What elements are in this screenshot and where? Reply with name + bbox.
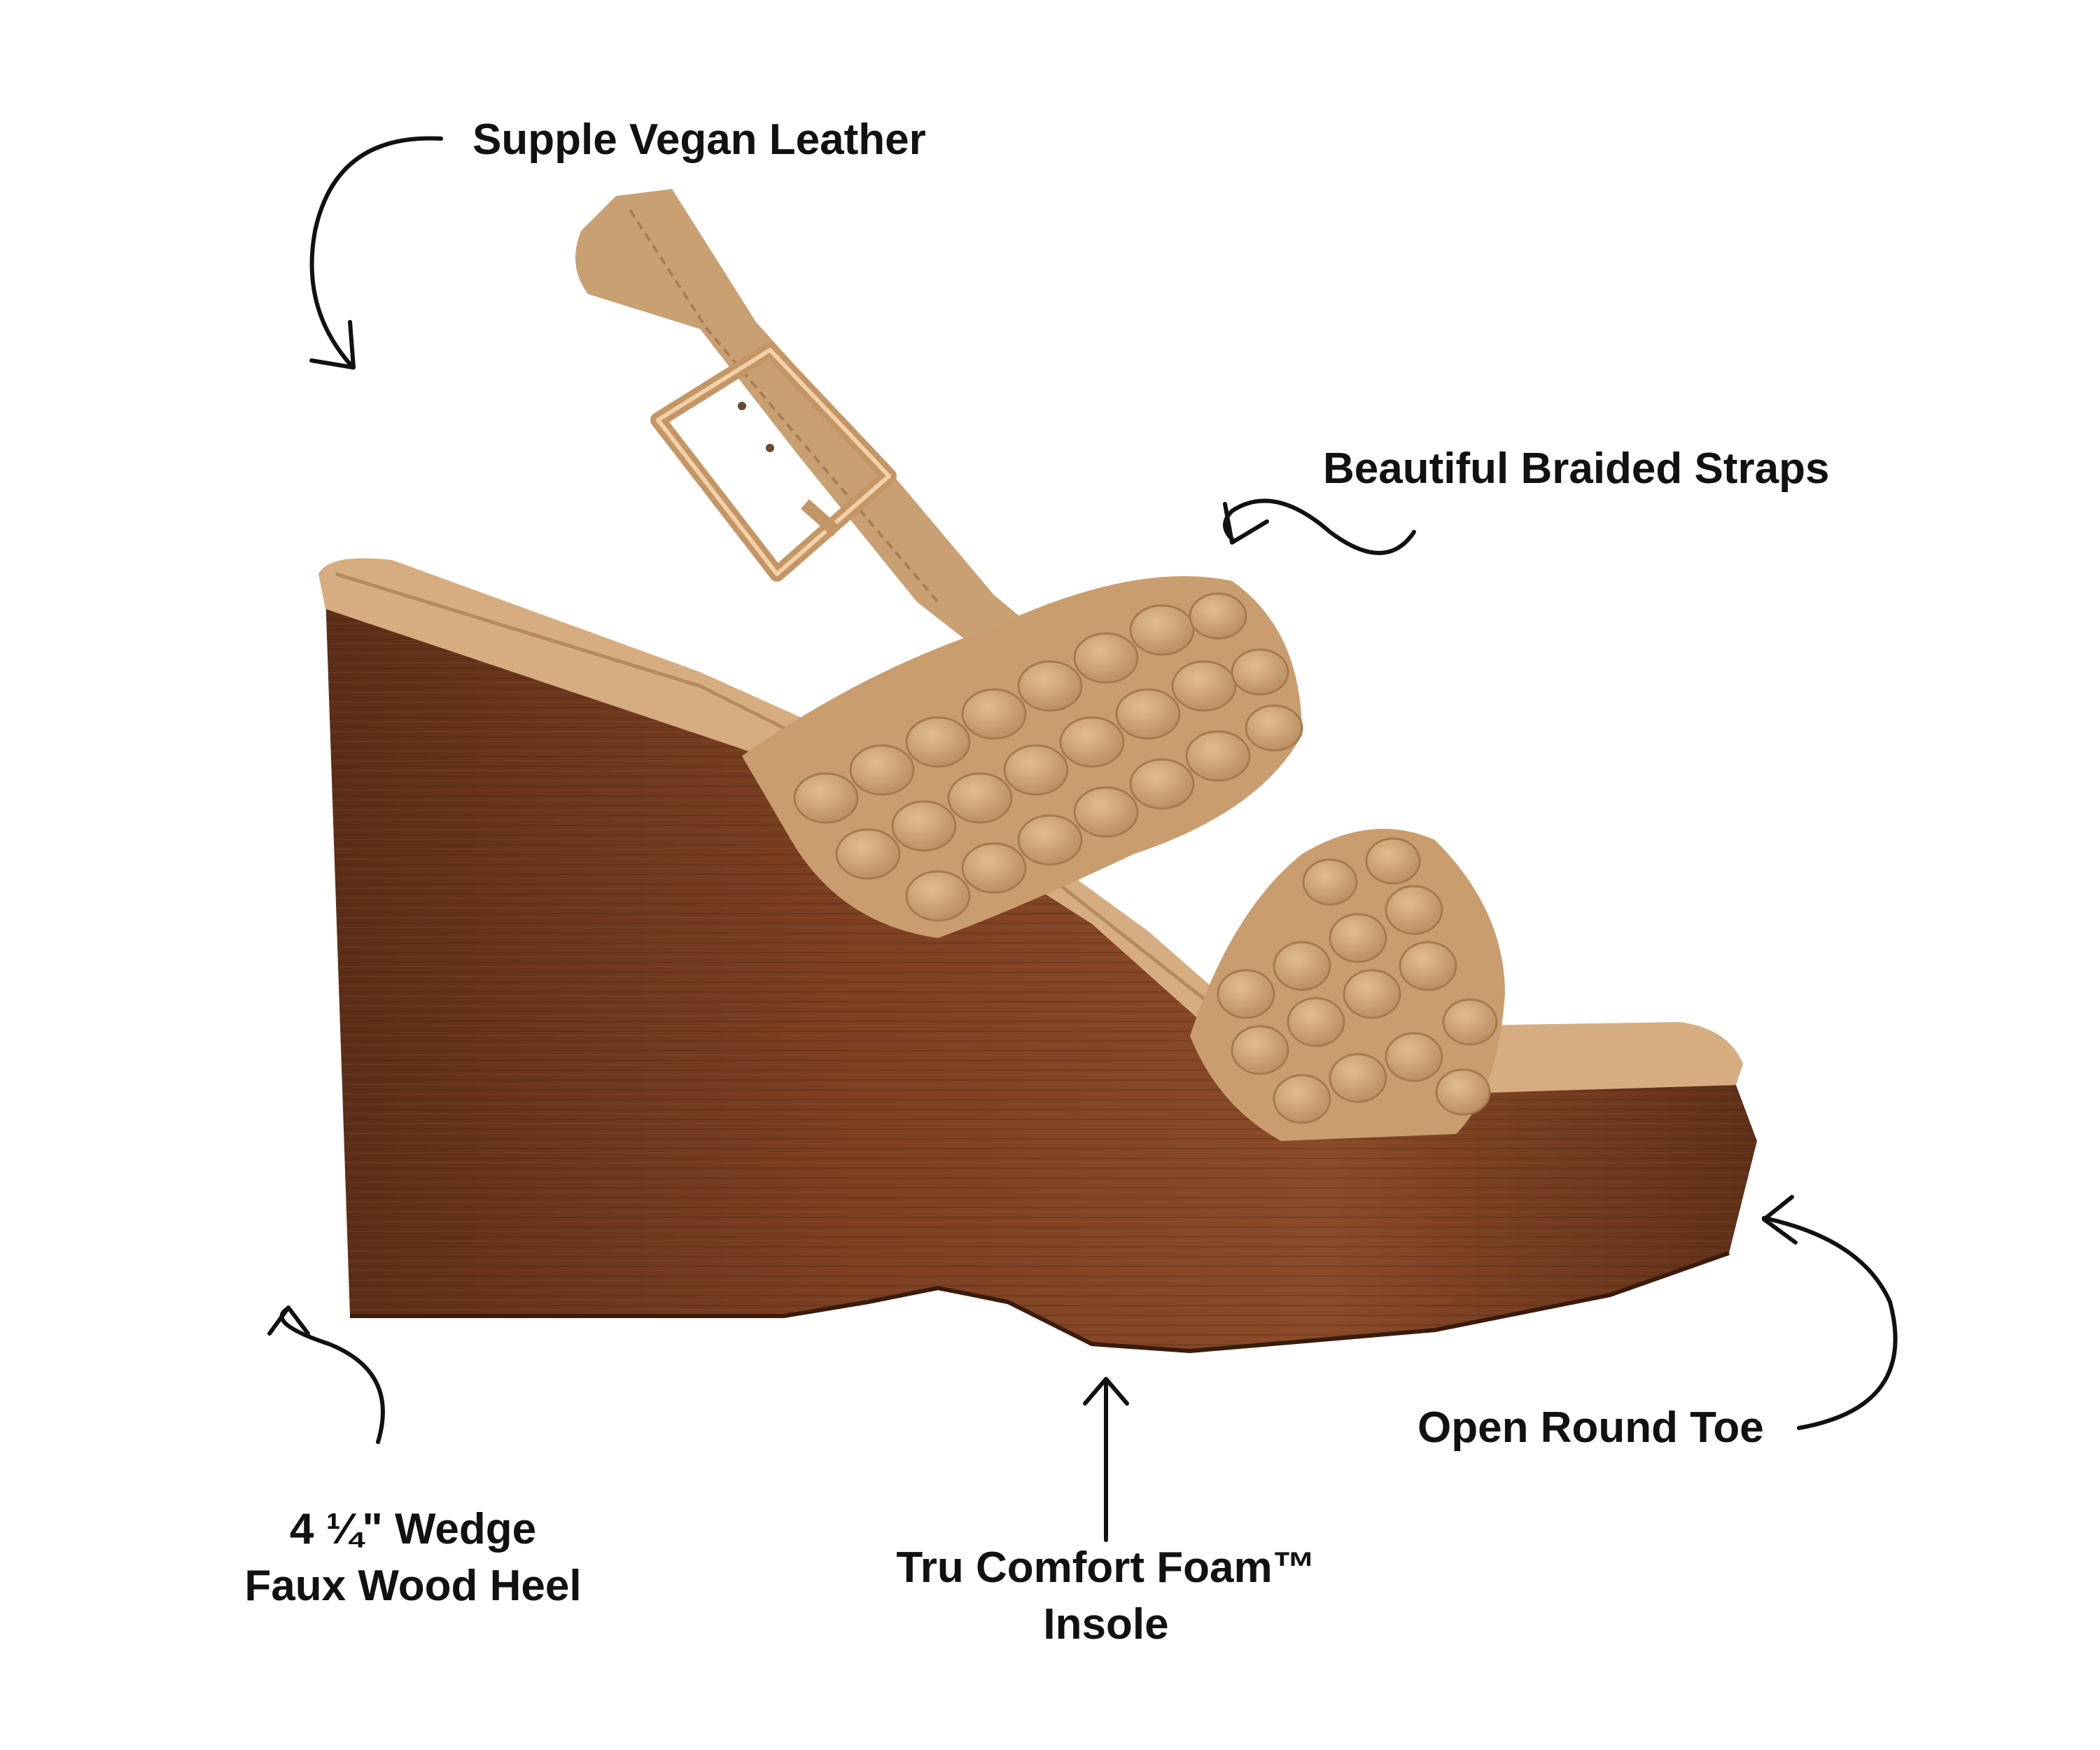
label-wedge-line1: 4 ¼" Wedge: [289, 1505, 537, 1553]
label-insole-line2: Insole: [1043, 1600, 1169, 1648]
arrow-to-toe: [1762, 1195, 1898, 1430]
arrow-to-strap: [309, 136, 443, 370]
arrow-to-braid: [1223, 498, 1416, 555]
label-vegan-leather: Supple Vegan Leather: [472, 115, 926, 164]
label-wedge-heel: 4 ¼" Wedge Faux Wood Heel: [224, 1502, 602, 1614]
wedge-sole: [326, 595, 1757, 1354]
arrow-to-insole: [1083, 1377, 1129, 1542]
ankle-strap: [575, 189, 1036, 651]
label-insole: Tru Comfort Foam™ Insole: [861, 1540, 1351, 1653]
label-wedge-line2: Faux Wood Heel: [244, 1561, 582, 1610]
label-insole-line1: Tru Comfort Foam™: [896, 1544, 1316, 1592]
buckle: [650, 342, 897, 582]
lower-braided-strap: [1190, 829, 1505, 1141]
arrow-to-heel: [267, 1306, 385, 1444]
upper-braided-strap: [742, 576, 1303, 938]
label-open-round-toe: Open Round Toe: [1418, 1404, 1764, 1452]
label-braided-straps: Beautiful Braided Straps: [1323, 444, 1830, 493]
